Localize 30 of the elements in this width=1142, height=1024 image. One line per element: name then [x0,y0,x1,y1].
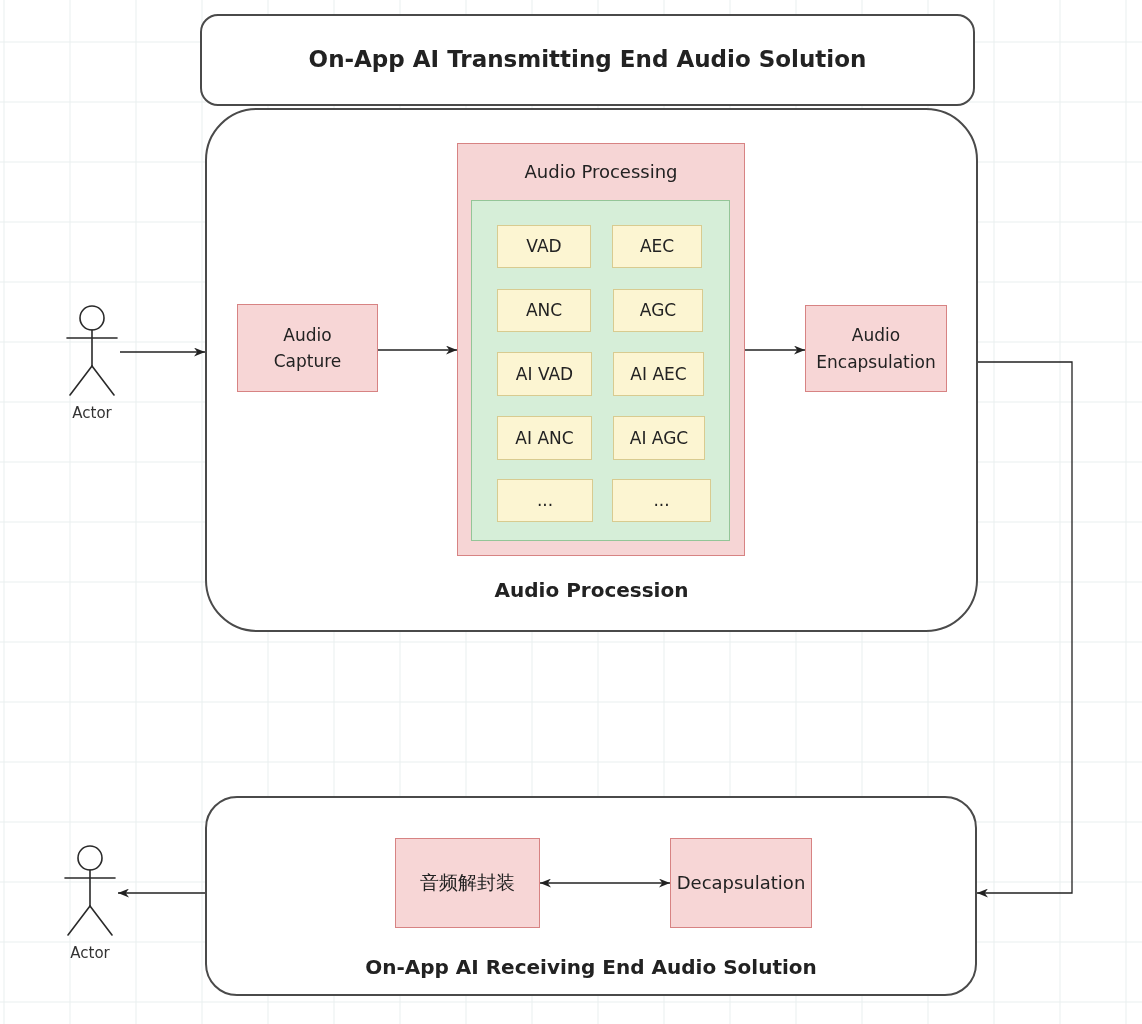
module-box: AI ANC [497,416,592,460]
arrow [117,888,206,898]
module-box: ANC [497,289,591,332]
arrow [119,347,206,357]
module-panel [471,200,730,541]
double-arrow [539,878,671,888]
module-box: AI AGC [613,416,705,460]
group-label: Audio Procession [494,578,689,602]
arrow [976,361,1073,898]
process-box: 音频解封装 [395,838,540,928]
module-box: ... [497,479,593,522]
module-box: ... [612,479,711,522]
process-box: Decapsulation [670,838,812,928]
group-label: On-App AI Receiving End Audio Solution [365,955,817,979]
process-group [457,143,745,556]
actor-label: Actor [72,404,112,422]
module-box: AEC [612,225,702,268]
module-box: AI AEC [613,352,704,396]
section-heading: Audio Processing [524,161,678,183]
process-box: Audio Encapsulation [805,305,947,392]
actor-label: Actor [70,944,110,962]
module-box: AGC [613,289,703,332]
title-box: On-App AI Transmitting End Audio Solution [200,14,975,106]
module-box: AI VAD [497,352,592,396]
module-box: VAD [497,225,591,268]
rounded-container [205,108,978,632]
process-box: Audio Capture [237,304,378,392]
arrow [744,345,806,355]
arrow [377,345,458,355]
rounded-container [205,796,977,996]
